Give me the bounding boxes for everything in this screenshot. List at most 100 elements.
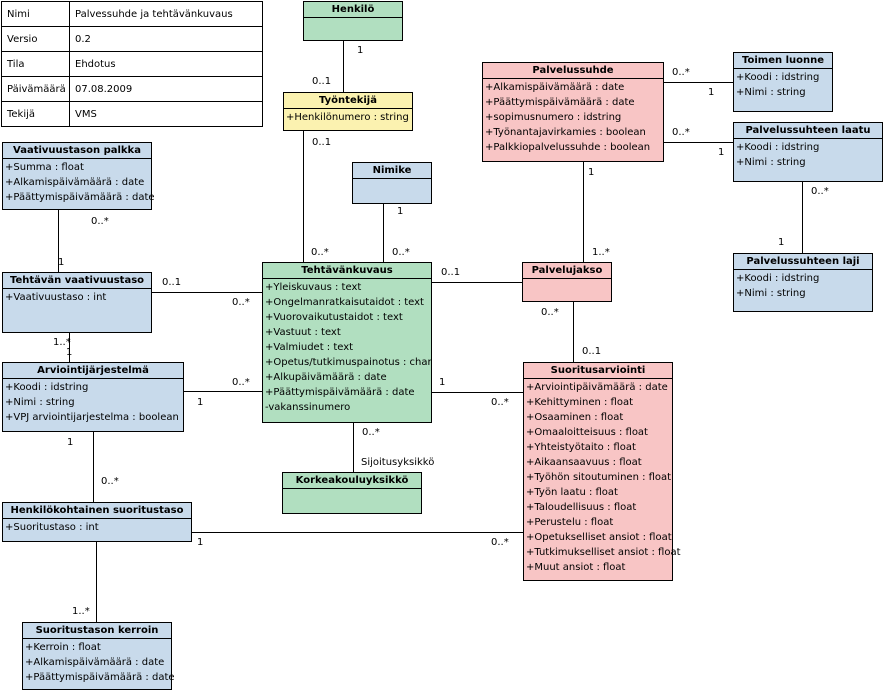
class-arviointijarjestelma[interactable]: Arviointijärjestelmä +Koodi : idstring +… <box>2 362 184 432</box>
class-attribute: +sopimusnumero : idstring <box>485 112 622 123</box>
multiplicity-label: 1 <box>67 437 74 448</box>
class-attribute: +Opetukselliset ansiot : float <box>526 532 672 543</box>
multiplicity-label: 1 <box>397 206 404 217</box>
class-attribute: +Kehittyminen : float <box>526 397 634 408</box>
multiplicity-label: 0..* <box>811 186 829 197</box>
class-palvelussuhde[interactable]: Palvelussuhde +Alkamispäivämäärä : date … <box>482 62 664 162</box>
class-attribute: +Arviointipäivämäärä : date <box>526 382 668 393</box>
class-palvelussuhteen-laatu[interactable]: Palvelussuhteen laatu +Koodi : idstring … <box>733 122 883 182</box>
class-korkeakouluyksikko[interactable]: Korkeakouluyksikkö <box>282 472 422 514</box>
multiplicity-label: 0..* <box>101 476 119 487</box>
info-key: Nimi <box>1 1 70 27</box>
class-tehtavankuvaus[interactable]: Tehtävänkuvaus +Yleiskuvaus : text +Onge… <box>262 262 432 423</box>
class-suoritusarviointi[interactable]: Suoritusarviointi +Arviointipäivämäärä :… <box>523 362 681 581</box>
class-attribute: +Alkamispäivämäärä : date <box>485 82 625 93</box>
class-nimike[interactable]: Nimike <box>352 162 432 204</box>
multiplicity-label: 0..1 <box>312 76 332 87</box>
multiplicity-label: 0..* <box>232 297 250 308</box>
info-key: Tekijä <box>1 101 70 127</box>
class-name: Tehtävän vaativuustaso <box>3 273 151 289</box>
class-attribute: +Palkkiopalvelussuhde : boolean <box>485 142 651 153</box>
multiplicity-label: 0..* <box>232 377 250 388</box>
class-name: Työntekijä <box>284 93 412 109</box>
info-value: Ehdotus <box>69 51 263 77</box>
multiplicity-label: 1 <box>439 377 446 388</box>
class-palvelussuhteen-laji[interactable]: Palvelussuhteen laji +Koodi : idstring +… <box>733 253 873 312</box>
multiplicity-label: 1 <box>197 537 204 548</box>
class-attribute: +VPJ arviointijarjestelma : boolean <box>5 412 179 423</box>
class-attribute: +Perustelu : float <box>526 517 614 528</box>
class-attribute: +Päättymispäivämäärä : date <box>485 97 635 108</box>
class-henkilo[interactable]: Henkilö <box>303 1 403 41</box>
class-attribute: +Suoritustaso : int <box>5 522 99 533</box>
class-attribute: +Alkamispäivämäärä : date <box>5 177 145 188</box>
multiplicity-label: 0..* <box>311 247 329 258</box>
multiplicity-label: 0..* <box>491 397 509 408</box>
class-attribute: +Päättymispäivämäärä : date <box>5 192 155 203</box>
class-attribute: +Työn laatu : float <box>526 487 618 498</box>
class-attribute: +Koodi : idstring <box>736 142 820 153</box>
class-attribute: +Summa : float <box>5 162 84 173</box>
multiplicity-label: 1 <box>197 397 204 408</box>
class-attribute: -vakanssinumero <box>265 402 351 413</box>
multiplicity-label: 1..* <box>72 606 90 617</box>
info-key: Päivämäärä <box>1 76 70 102</box>
class-name: Palvelussuhteen laji <box>734 254 872 270</box>
class-name: Nimike <box>353 163 431 179</box>
class-henkilokohtainen-suoritustaso[interactable]: Henkilökohtainen suoritustaso +Suoritust… <box>2 502 192 542</box>
class-attribute: +Vuorovaikutustaidot : text <box>265 312 403 323</box>
class-attribute: +Yhteistyötaito : float <box>526 442 636 453</box>
class-attribute: +Alkupäivämäärä : date <box>265 372 387 383</box>
class-name: Henkilö <box>304 2 402 18</box>
class-attribute: +Omaaloitteisuus : float <box>526 427 648 438</box>
multiplicity-label: 0..* <box>91 216 109 227</box>
class-attribute: +Tutkimukselliset ansiot : float <box>526 547 681 558</box>
multiplicity-label: 0..* <box>362 427 380 438</box>
info-value: 07.08.2009 <box>69 76 263 102</box>
class-attribute: +Työhön sitoutuminen : float <box>526 472 672 483</box>
class-name: Palvelujakso <box>523 263 611 279</box>
class-toimen-luonne[interactable]: Toimen luonne +Koodi : idstring +Nimi : … <box>733 52 833 112</box>
class-name: Palvelussuhteen laatu <box>734 123 882 139</box>
class-attribute: +Taloudellisuus : float <box>526 502 637 513</box>
multiplicity-label: 0..* <box>672 67 690 78</box>
class-tyontekija[interactable]: Työntekijä +Henkilönumero : string <box>283 92 413 131</box>
multiplicity-label: 1 <box>708 87 715 98</box>
multiplicity-label: 0..1 <box>312 137 332 148</box>
class-name: Korkeakouluyksikkö <box>283 473 421 489</box>
class-name: Henkilökohtainen suoritustaso <box>3 503 191 519</box>
multiplicity-label: 0..* <box>541 307 559 318</box>
class-attribute: +Nimi : string <box>5 397 75 408</box>
multiplicity-label: 0..1 <box>582 346 602 357</box>
class-attribute: +Opetus/tutkimuspainotus : char <box>265 357 432 368</box>
class-attribute: +Päättymispäivämäärä : date <box>25 672 175 683</box>
class-name: Toimen luonne <box>734 53 832 69</box>
class-attribute: +Nimi : string <box>736 87 806 98</box>
multiplicity-label: 0..* <box>392 247 410 258</box>
class-suoritustason-kerroin[interactable]: Suoritustason kerroin +Kerroin : float +… <box>22 622 175 690</box>
multiplicity-label: 0..* <box>672 127 690 138</box>
class-vaativuustason-palkka[interactable]: Vaativuustason palkka +Summa : float +Al… <box>2 142 155 210</box>
info-value: 0.2 <box>69 26 263 52</box>
class-attribute: +Työnantajavirkamies : boolean <box>485 127 646 138</box>
multiplicity-label: 0..* <box>491 537 509 548</box>
class-palvelujakso[interactable]: Palvelujakso <box>522 262 612 302</box>
multiplicity-label: 1..* <box>53 337 71 348</box>
class-tehtavan-vaativuustaso[interactable]: Tehtävän vaativuustaso +Vaativuustaso : … <box>2 272 152 333</box>
multiplicity-label: 1..* <box>592 247 610 258</box>
class-name: Suoritusarviointi <box>524 363 672 379</box>
class-name: Arviointijärjestelmä <box>3 363 183 379</box>
info-value: VMS <box>69 101 263 127</box>
class-attribute: +Koodi : idstring <box>5 382 89 393</box>
class-attribute: +Aikaansaavuus : float <box>526 457 642 468</box>
class-attribute: +Osaaminen : float <box>526 412 624 423</box>
class-name: Palvelussuhde <box>483 63 663 79</box>
class-attribute: +Päättymispäivämäärä : date <box>265 387 415 398</box>
